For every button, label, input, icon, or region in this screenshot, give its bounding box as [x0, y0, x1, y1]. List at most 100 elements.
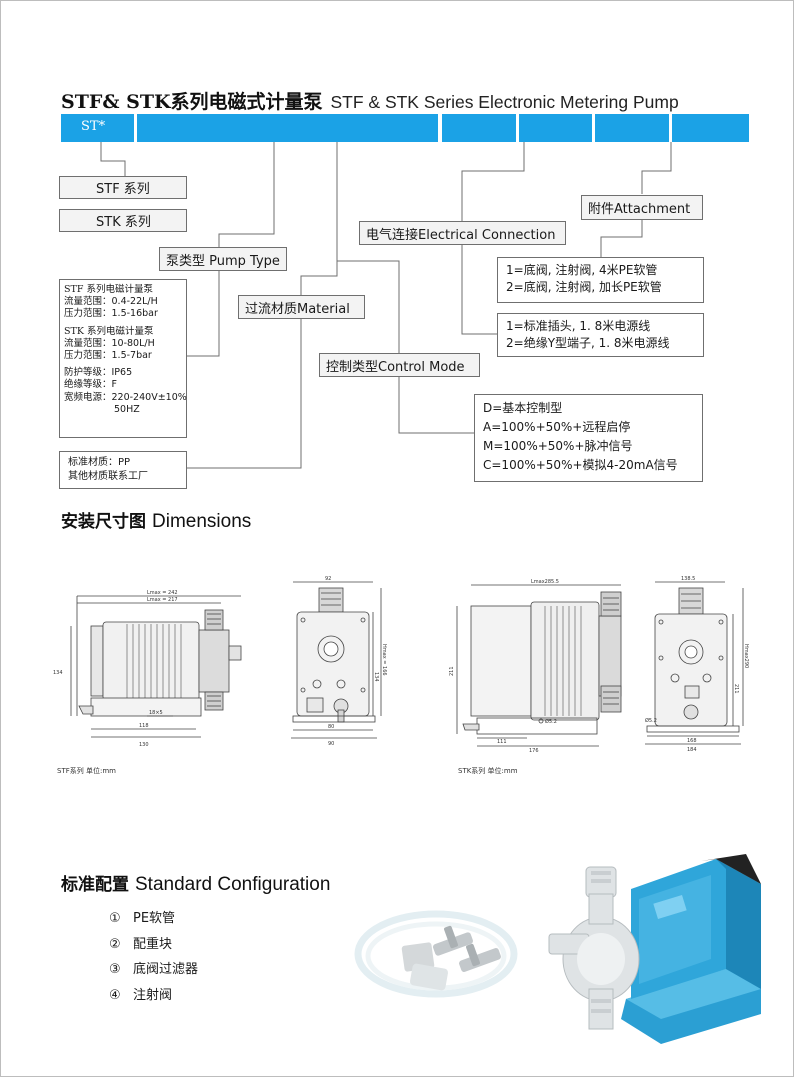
config-item: ④ 注射阀 [109, 983, 198, 1009]
stk-dim-d176: 176 [529, 748, 539, 754]
config-item-number: ③ [109, 962, 121, 977]
stf-front-dim-w92: 92 [325, 576, 331, 582]
series-stf: STF 系列 [59, 176, 187, 199]
spec-voltage: 宽频电源：220-240V±10% [64, 391, 187, 403]
code-bar-segment-4 [519, 114, 592, 142]
series-stf-label: STF 系列 [96, 182, 150, 197]
spec-stk-flow: 流量范围：10-80L/H [64, 337, 155, 349]
config-item-label: PE软管 [133, 911, 176, 926]
material-label: 过流材质Material [238, 295, 365, 319]
page-title: STF& STK系列电磁式计量泵 STF & STK Series Electro… [61, 87, 679, 114]
spec-box: STF 系列电磁计量泵 流量范围：0.4-22L/H 压力范围：1.5-16ba… [59, 279, 187, 438]
stk-front-dim-d184: 184 [687, 747, 697, 753]
attachment-options: 1=底阀, 注射阀, 4米PE软管 2=底阀, 注射阀, 加长PE软管 [497, 257, 704, 303]
config-heading: 标准配置 Standard Configuration [61, 870, 330, 896]
material-text: 过流材质Material [245, 301, 350, 317]
spec-stk-pressure: 压力范围：1.5-7bar [64, 350, 152, 362]
control-option-d: D=基本控制型 [483, 401, 563, 415]
code-bar-segment-6 [672, 114, 749, 142]
spec-protection: 防护等级：IP65 [64, 367, 133, 379]
spec-stf-flow: 流量范围：0.4-22L/H [64, 296, 158, 308]
material-box: 标准材质：PP 其他材质联系工厂 [59, 451, 187, 489]
series-stk-label: STK 系列 [96, 215, 151, 230]
config-heading-en: Standard Configuration [135, 874, 331, 895]
stk-front-dim-hmax: Hmax290 [743, 644, 749, 668]
material-other: 其他材质联系工厂 [68, 471, 148, 482]
electrical-label: 电气连接Electrical Connection [359, 221, 566, 245]
stf-front-drawing: 92 Hmax = 166 134 80 90 [291, 576, 387, 747]
stf-caption: STF系列 单位:mm [57, 767, 116, 775]
stf-front-dim-hmax: Hmax = 166 [381, 644, 387, 676]
spec-stk-title: STK 系列电磁计量泵 [64, 325, 154, 337]
code-bar-segment-3 [442, 114, 516, 142]
config-item-label: 配重块 [133, 936, 173, 952]
config-item-label: 注射阀 [133, 987, 173, 1003]
electrical-option-2: 2=绝缘Y型端子, 1. 8米电源线 [506, 336, 670, 350]
stf-dim-d130: 130 [139, 742, 149, 748]
stk-caption: STK系列 单位:mm [458, 767, 518, 775]
electrical-option-1: 1=标准插头, 1. 8米电源线 [506, 319, 651, 333]
pump-image [548, 854, 761, 1044]
stk-dim-d111: 111 [497, 739, 507, 745]
stf-side-drawing: Lmax = 242 Lmax = 217 134 118 130 18×5 [53, 590, 242, 748]
spec-stf-pressure: 压力范围：1.5-16bar [64, 308, 158, 320]
pump-type-label: 泵类型 Pump Type [159, 247, 287, 271]
config-item-number: ④ [109, 987, 121, 1003]
control-option-c: C=100%+50%+模拟4-20mA信号 [483, 458, 678, 472]
pump-type-text: 泵类型 Pump Type [166, 253, 280, 269]
config-list: ① PE软管 ② 配重块 ③ 底阀过滤器 ④ 注射阀 [109, 906, 198, 1008]
code-bar-segment-5 [595, 114, 669, 142]
connector-lines [100, 142, 672, 469]
dimensions-heading-cn: 安装尺寸图 [61, 512, 146, 532]
config-item: ③ 底阀过滤器 [109, 957, 198, 983]
config-item-label: 底阀过滤器 [133, 962, 199, 977]
config-item-number: ① [109, 911, 121, 926]
attachment-option-2: 2=底阀, 注射阀, 加长PE软管 [506, 280, 662, 294]
stf-dim-d118: 118 [139, 723, 149, 729]
control-options: D=基本控制型 A=100%+50%+远程启停 M=100%+50%+脉冲信号 … [474, 394, 703, 482]
config-heading-cn: 标准配置 [61, 875, 129, 895]
stk-dim-lmax: Lmax285.5 [531, 579, 559, 585]
accessories-image [354, 910, 518, 998]
model-code: ST* [81, 119, 106, 134]
spec-freq: 50HZ [114, 403, 140, 415]
material-standard: 标准材质：PP [68, 457, 131, 468]
control-option-a: A=100%+50%+远程启停 [483, 420, 631, 434]
title-cn: STF& STK系列电磁式计量泵 [61, 91, 323, 113]
stf-front-dim-d80: 80 [328, 724, 334, 730]
electrical-text: 电气连接Electrical Connection [366, 227, 556, 243]
stk-front-dim-phi: Ø5.2 [645, 717, 657, 724]
stk-front-dim-d168: 168 [687, 738, 697, 744]
stk-dim-phi: Ø5.2 [545, 718, 557, 725]
attachment-label: 附件Attachment [581, 195, 703, 220]
attachment-text: 附件Attachment [588, 202, 691, 217]
series-stk: STK 系列 [59, 209, 187, 232]
dimensions-heading-en: Dimensions [152, 511, 252, 532]
attachment-option-1: 1=底阀, 注射阀, 4米PE软管 [506, 263, 658, 277]
stf-dim-lmax217: Lmax = 217 [147, 597, 178, 603]
title-en: STF & STK Series Electronic Metering Pum… [330, 92, 679, 112]
electrical-options: 1=标准插头, 1. 8米电源线 2=绝缘Y型端子, 1. 8米电源线 [497, 313, 704, 357]
stk-front-dim-h211: 211 [733, 684, 739, 694]
config-item: ② 配重块 [109, 932, 198, 958]
stf-dim-h134: 134 [53, 670, 63, 676]
stf-front-dim-h134: 134 [373, 672, 379, 682]
code-bar-segment-2 [137, 114, 438, 142]
control-mode-text: 控制类型Control Mode [326, 359, 465, 375]
config-item-number: ② [109, 936, 121, 952]
stk-front-dim-w1385: 138.5 [681, 576, 695, 582]
stf-front-dim-d90: 90 [328, 741, 334, 747]
stk-dim-h211: 211 [449, 666, 455, 676]
spec-stf-title: STF 系列电磁计量泵 [64, 284, 153, 295]
stk-side-drawing: Lmax285.5 211 111 176 Ø5.2 [449, 579, 622, 754]
control-option-m: M=100%+50%+脉冲信号 [483, 439, 633, 453]
spec-insulation: 绝缘等级：F [64, 379, 117, 391]
control-mode-label: 控制类型Control Mode [319, 353, 480, 377]
stf-dim-lmax242: Lmax = 242 [147, 590, 178, 596]
code-bar-segment-1 [61, 114, 134, 142]
dimensions-heading: 安装尺寸图 Dimensions [61, 507, 251, 533]
config-item: ① PE软管 [109, 906, 198, 932]
stk-front-drawing: 138.5 Hmax290 211 168 184 Ø5.2 [645, 576, 749, 753]
stf-dim-d18x5: 18×5 [149, 710, 163, 716]
